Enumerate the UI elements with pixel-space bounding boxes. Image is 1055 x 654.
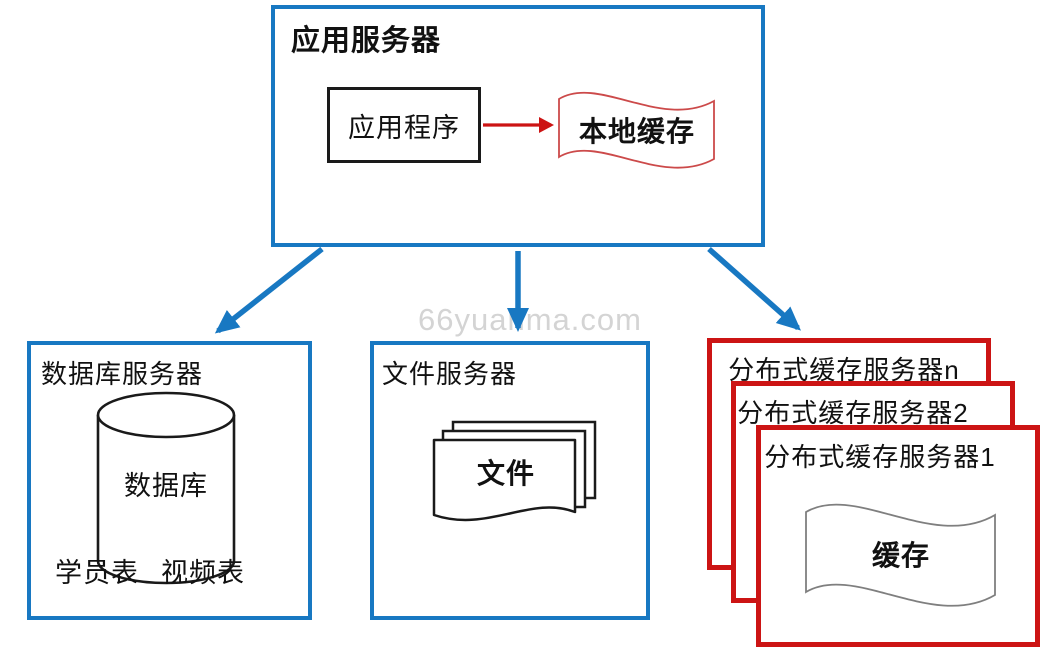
table-label-videos: 视频表: [161, 558, 245, 588]
cache-server-title-n: 分布式缓存服务器n: [728, 355, 960, 385]
arrow-to-database-server: [214, 246, 324, 334]
database-tables: 学员表 视频表: [55, 551, 245, 590]
table-label-students: 学员表: [55, 558, 139, 588]
cache-flag-label: 缓存: [871, 540, 930, 571]
watermark-text: 66yuanma.com: [418, 302, 642, 337]
cache-server-title-1: 分布式缓存服务器1: [764, 442, 996, 472]
file-server-title: 文件服务器: [382, 359, 518, 389]
cache-flag-icon: [805, 503, 996, 607]
database-server-title: 数据库服务器: [41, 359, 204, 389]
app-program-box: 应用程序: [327, 87, 481, 163]
local-cache-flag-icon: [558, 91, 715, 169]
arrow-to-cache-servers: [707, 246, 801, 331]
documents-stack-icon: [432, 420, 597, 522]
cache-server-title-2: 分布式缓存服务器2: [737, 398, 969, 428]
app-program-label: 应用程序: [348, 112, 460, 143]
documents-label: 文件: [476, 458, 535, 489]
database-cylinder-icon: [96, 391, 236, 585]
local-cache-label: 本地缓存: [578, 116, 695, 147]
cache-server-box-1: 分布式缓存服务器1 缓存: [756, 425, 1040, 647]
app-server-title: 应用服务器: [291, 25, 442, 57]
database-cylinder-label: 数据库: [124, 471, 208, 501]
